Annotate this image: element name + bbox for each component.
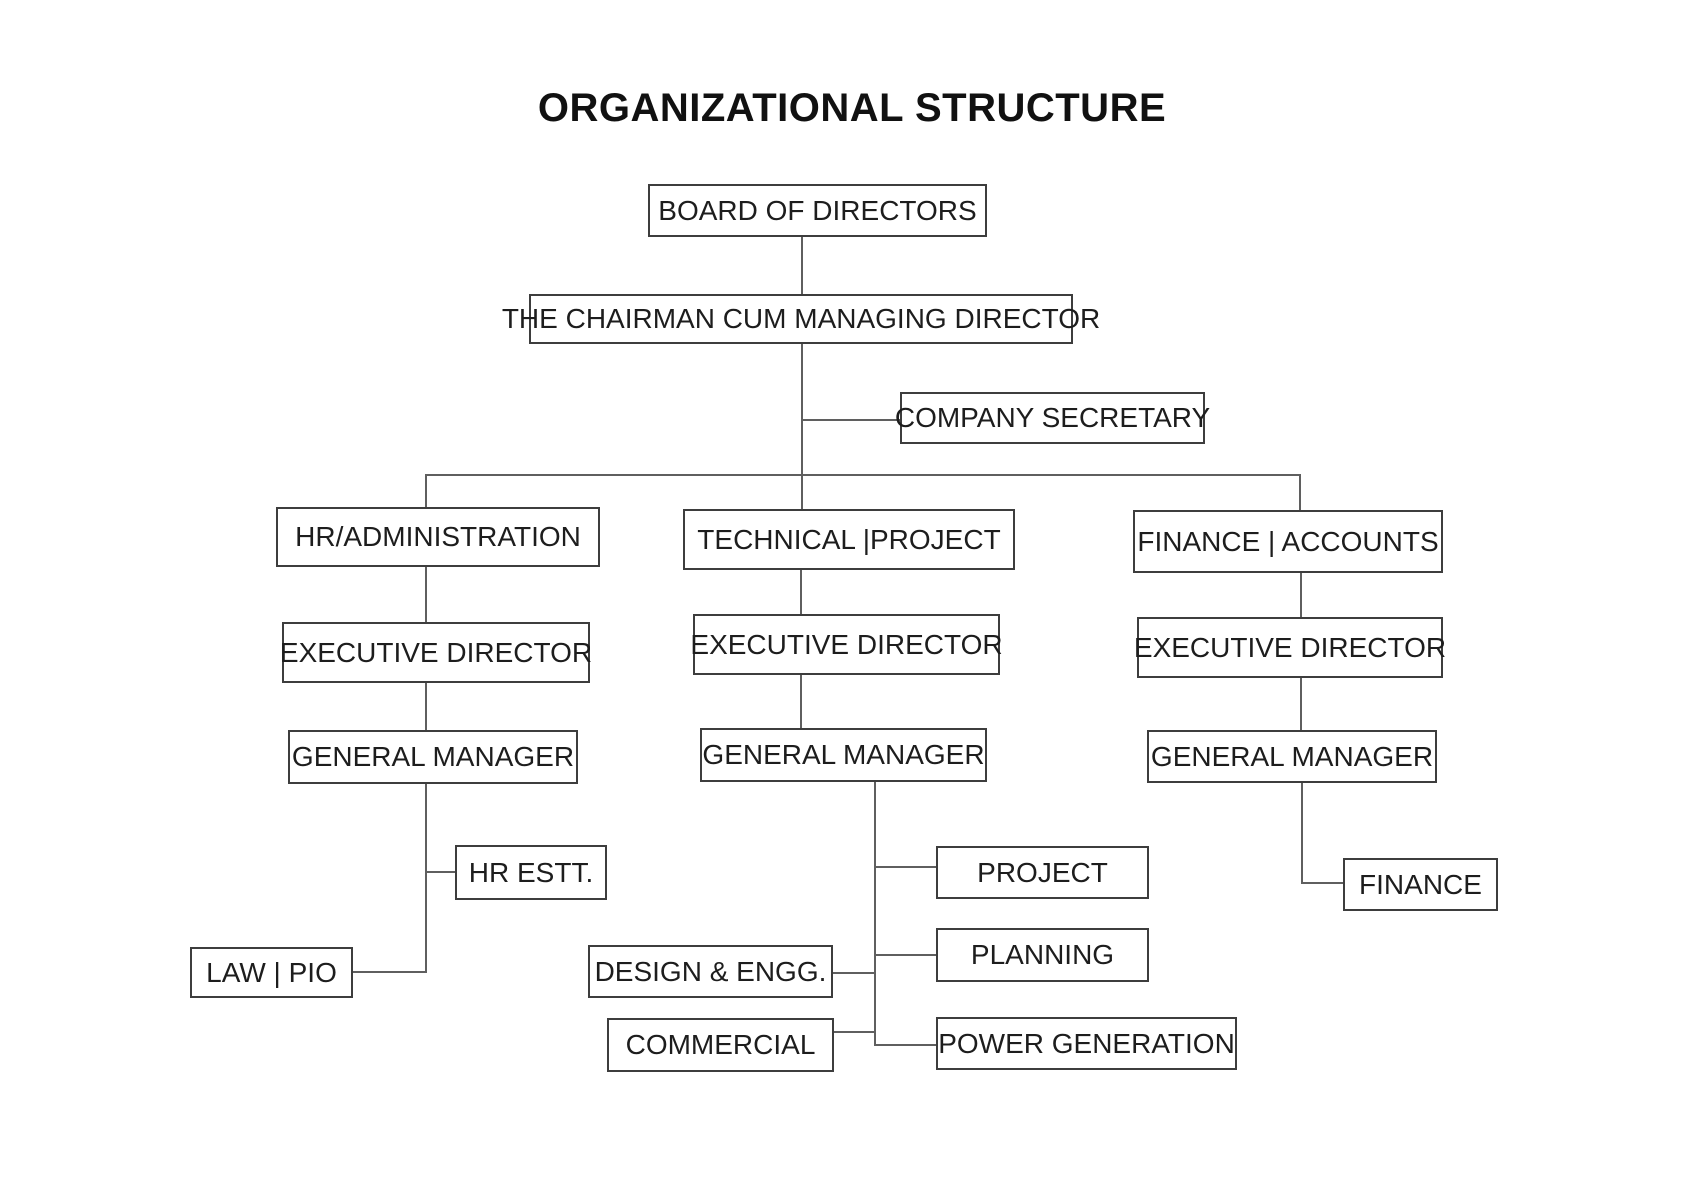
connector-to-company-secretary [801, 419, 900, 421]
node-hr-executive-director: EXECUTIVE DIRECTOR [280, 622, 592, 683]
connector-board-to-chairman [801, 237, 803, 294]
connector-to-planning [874, 954, 937, 956]
fin-branch-spine [1301, 783, 1303, 884]
node-tech-general-manager: GENERAL MANAGER [700, 728, 987, 782]
connector-fin-exec-to-gm [1300, 678, 1302, 731]
node-design-engg: DESIGN & ENGG. [588, 945, 833, 998]
connector-tech-head-to-exec [800, 570, 802, 615]
hr-branch-spine [425, 784, 427, 973]
connector-to-finance-unit [1301, 882, 1344, 884]
connector-to-power-generation [874, 1044, 937, 1046]
node-board-of-directors: BOARD OF DIRECTORS [648, 184, 987, 237]
connector-to-commercial [833, 1031, 875, 1033]
connector-to-project [874, 866, 937, 868]
node-power-generation: POWER GENERATION [936, 1017, 1237, 1070]
tech-branch-spine [874, 782, 876, 1046]
connector-to-design-engg [833, 972, 875, 974]
connector-to-law-pio [353, 971, 426, 973]
node-technical-project: TECHNICAL |PROJECT [683, 509, 1015, 570]
node-project: PROJECT [936, 846, 1149, 899]
connector-to-hr-estt [425, 871, 456, 873]
page-title: ORGANIZATIONAL STRUCTURE [537, 86, 1167, 130]
connector-fin-head-to-exec [1300, 573, 1302, 618]
connector-tech-exec-to-gm [800, 675, 802, 729]
connector-to-finance-head [1299, 474, 1301, 511]
node-fin-executive-director: EXECUTIVE DIRECTOR [1134, 617, 1446, 678]
node-hr-administration: HR/ADMINISTRATION [276, 507, 600, 567]
node-company-secretary: COMPANY SECRETARY [895, 392, 1210, 444]
node-law-pio: LAW | PIO [190, 947, 353, 998]
connector-hr-head-to-exec [425, 567, 427, 623]
node-commercial: COMMERCIAL [607, 1018, 834, 1072]
connector-to-hr-head [425, 474, 427, 508]
node-fin-general-manager: GENERAL MANAGER [1147, 730, 1437, 783]
node-hr-general-manager: GENERAL MANAGER [288, 730, 578, 784]
node-planning: PLANNING [936, 928, 1149, 982]
node-chairman-managing-director: THE CHAIRMAN CUM MANAGING DIRECTOR [502, 294, 1100, 344]
connector-hr-exec-to-gm [425, 683, 427, 731]
connector-chairman-to-distribution [801, 343, 803, 510]
node-finance-unit: FINANCE [1343, 858, 1498, 911]
distribution-line [425, 474, 1301, 476]
node-tech-executive-director: EXECUTIVE DIRECTOR [690, 614, 1003, 675]
node-finance-accounts: FINANCE | ACCOUNTS [1133, 510, 1443, 573]
node-hr-estt: HR ESTT. [455, 845, 607, 900]
